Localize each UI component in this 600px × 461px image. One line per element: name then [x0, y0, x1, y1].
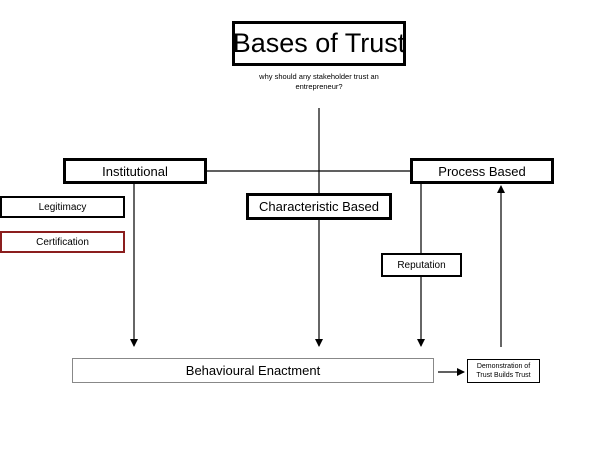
title-box: Bases of Trust: [232, 21, 406, 66]
demonstration-box: Demonstration of Trust Builds Trust: [467, 359, 540, 383]
institutional-label: Institutional: [102, 163, 168, 179]
behavioural-enactment-box: Behavioural Enactment: [72, 358, 434, 383]
process-based-label: Process Based: [438, 163, 526, 179]
certification-label: Certification: [36, 236, 89, 248]
reputation-label: Reputation: [397, 259, 446, 271]
demonstration-label-line1: Demonstration of: [476, 363, 531, 370]
behavioural-enactment-label: Behavioural Enactment: [185, 363, 321, 378]
institutional-box: Institutional: [63, 158, 207, 184]
characteristic-based-label: Characteristic Based: [259, 199, 379, 214]
page-title: Bases of Trust: [232, 28, 406, 58]
certification-box: Certification: [0, 231, 125, 253]
reputation-box: Reputation: [381, 253, 462, 277]
legitimacy-box: Legitimacy: [0, 196, 125, 218]
process-based-box: Process Based: [410, 158, 554, 184]
subtitle-text: why should any stakeholder trust an entr…: [259, 72, 379, 91]
legitimacy-label: Legitimacy: [38, 201, 87, 213]
demonstration-label-line2: Trust Builds Trust: [476, 372, 531, 379]
characteristic-based-box: Characteristic Based: [246, 193, 392, 220]
